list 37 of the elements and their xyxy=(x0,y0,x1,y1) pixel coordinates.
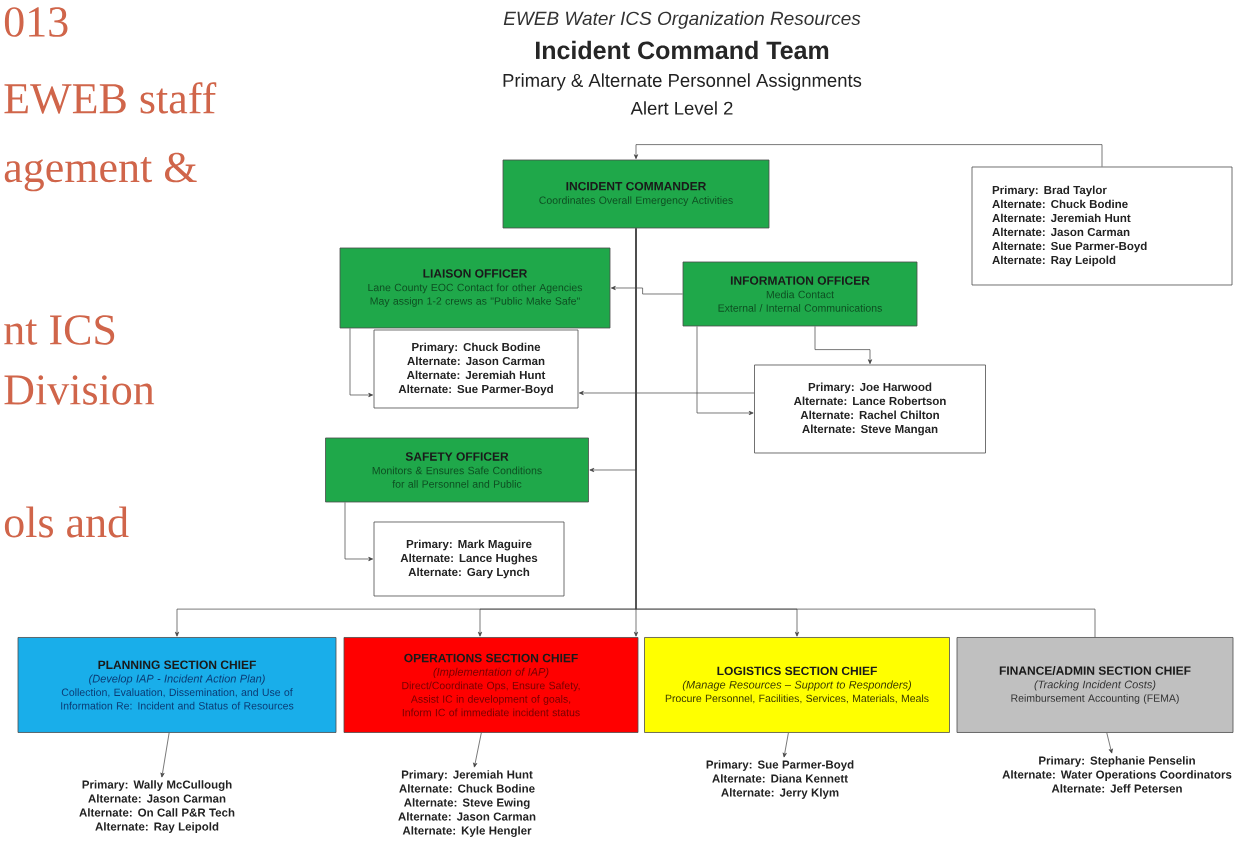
assignment-list: Primary: Wally McCullough Alternate: Jason Carman Alternate: On Call P&R Tech Alternate: Ray Leipold xyxy=(79,780,235,833)
subtitle: Alert Level 2 xyxy=(630,101,733,115)
slide-text: EWEB staff xyxy=(4,82,217,114)
subtitle: Primary & Alternate Personnel Assignments xyxy=(503,73,862,91)
section-chief-box: PLANNING SECTION CHIEF (Develop IAP - Incident Action Plan) Collection, Evaluation, Dissemination, and Use of Information Re: Incident and Status of Resources xyxy=(17,637,337,733)
subtitle: EWEB Water ICS Organization Resources xyxy=(503,11,861,29)
officer-box: INCIDENT COMMANDER Coordinates Overall Emergency Activities xyxy=(502,159,770,229)
assignment-box: Primary: Brad Taylor Alternate: Chuck Bodine Alternate: Jeremiah Hunt Alternate: Jason Carman Alternate: Sue Parmer-Boyd Alternate: Ray Leipold xyxy=(971,166,1233,286)
assignment-box: Primary: Mark Maguire Alternate: Lance Hughes Alternate: Gary Lynch xyxy=(373,521,565,597)
arrow xyxy=(473,732,482,768)
assignment-list: Primary: Stephanie Penselin Alternate: Water Operations Coordinators Alternate: Jeff Petersen xyxy=(1002,756,1232,793)
slide-text: Division xyxy=(4,375,155,405)
officer-box: LIAISON OFFICER Lane County EOC Contact for other Agencies May assign 1-2 crews as "Public Make Safe" xyxy=(339,247,611,329)
arrow xyxy=(344,502,374,562)
arrow xyxy=(610,285,683,295)
arrow xyxy=(160,732,170,778)
officer-box: INFORMATION OFFICER Media Contact External / Internal Communications xyxy=(682,261,918,327)
section-chief-box: FINANCE/ADMIN SECTION CHIEF (Tracking Incident Costs) Reimbursement Accounting (FEMA) xyxy=(956,637,1234,733)
section-chief-box: OPERATIONS SECTION CHIEF (Implementation of IAP) Direct/Coordinate Ops, Ensure Safety, Assist IC in development of goals, Inform IC of immediate incident status xyxy=(343,637,639,733)
arrow xyxy=(696,326,754,416)
arrow xyxy=(782,732,789,758)
assignment-box: Primary: Joe Harwood Alternate: Lance Robertson Alternate: Rachel Chilton Alternate: Steve Mangan xyxy=(754,364,986,454)
assignment-list: Primary: Sue Parmer-Boyd Alternate: Diana Kennett Alternate: Jerry Klym xyxy=(706,760,854,799)
officer-box: SAFETY OFFICER Monitors & Ensures Safe Conditions for all Personnel and Public xyxy=(325,437,589,503)
slide-text: ols and xyxy=(4,506,129,538)
assignment-list: Primary: Jeremiah Hunt Alternate: Chuck Bodine Alternate: Steve Ewing Alternate: Jason Carman Alternate: Kyle Hengler xyxy=(398,770,536,837)
slide-text: 013 xyxy=(4,7,68,37)
arrow xyxy=(578,390,755,396)
assignment-box: Primary: Chuck Bodine Alternate: Jason Carman Alternate: Jeremiah Hunt Alternate: Sue Parmer-Boyd xyxy=(373,329,579,409)
arrow xyxy=(814,326,873,365)
slide-text: nt ICS xyxy=(4,315,115,345)
arrow xyxy=(349,328,374,398)
slide-text: agement & xyxy=(4,152,197,192)
section-chief-box: LOGISTICS SECTION CHIEF (Manage Resources – Support to Responders) Procure Personnel, Facilities, Services, Materials, Meals xyxy=(644,637,950,733)
arrow xyxy=(1106,732,1113,754)
title: Incident Command Team xyxy=(536,40,829,60)
arrow xyxy=(633,144,1103,167)
